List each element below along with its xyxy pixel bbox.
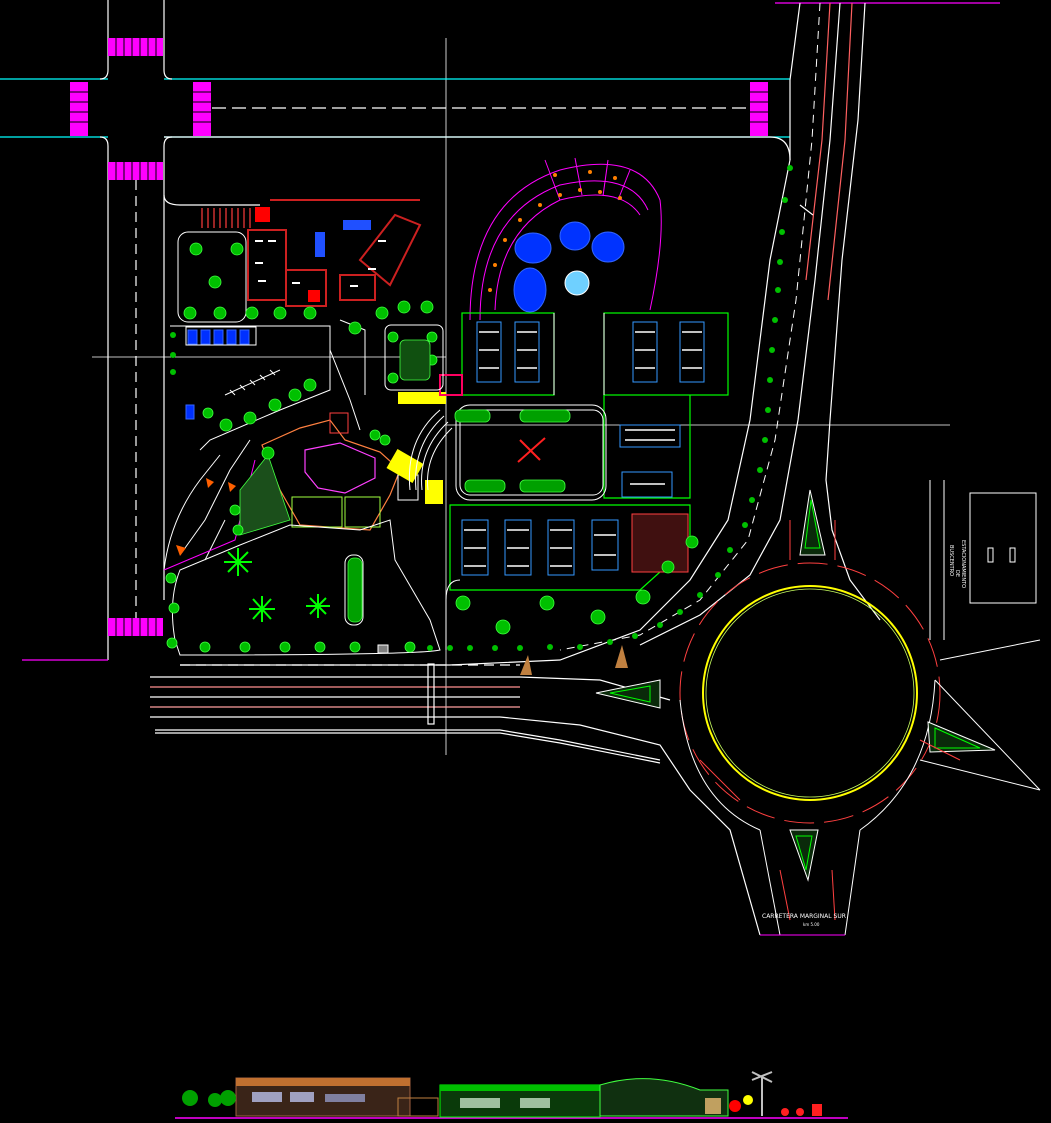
admin-building [247,199,422,307]
trees [165,242,699,653]
elevation-view [175,1071,848,1119]
side-label-3: BUSCENTRO [948,545,954,576]
stall-blocks [461,321,705,576]
roundabout [679,562,1041,936]
vehicle-blue [343,220,371,230]
side-label-1: ESTACIONAMIENTO [960,540,966,588]
highway-trees [170,165,793,651]
admin-red-block [308,290,320,302]
palm-trees [224,548,330,622]
side-label-2: DE [954,570,960,577]
road-km-label: km 5.00 [803,922,820,927]
crosswalk-stripes [70,38,768,636]
green-slope [239,454,291,536]
stage-blue [513,221,625,313]
road-arrows [176,478,236,556]
pink-kiosk [439,374,463,396]
traffic-arrows [699,520,961,921]
entrance-stairs [201,208,251,228]
stall-rows [464,331,702,567]
central-fountain [564,270,590,296]
hedge-rows [347,339,571,623]
parked-cars [185,329,250,420]
south-highway [150,663,761,936]
courtyard-frames-white [445,313,607,650]
island-inner [609,499,981,871]
yellow-plaza-a [386,448,424,484]
yellow-bench [398,392,446,404]
plaza-monument [517,437,546,463]
north-highway [180,2,1000,666]
sculptures [520,645,628,675]
east-parking-label: ESTACIONAMIENTO DE BUSCENTRO [948,540,966,588]
amphitheater-seating [488,170,622,292]
main-hall-inner [304,442,376,494]
yellow-plaza-b [425,480,443,504]
stepped-arcs [408,409,453,491]
highway-dashes [559,2,821,651]
south-garden [171,519,441,656]
road-name-label: CARRETERA MARGINAL SUR [762,913,846,920]
parking-area [170,231,331,451]
tank-blue [315,232,325,257]
east-parking-building [929,480,1037,640]
paved-plaza [631,513,689,573]
upper-street [0,0,791,661]
stairs-marker [255,207,270,222]
admin-rooms [255,240,386,287]
